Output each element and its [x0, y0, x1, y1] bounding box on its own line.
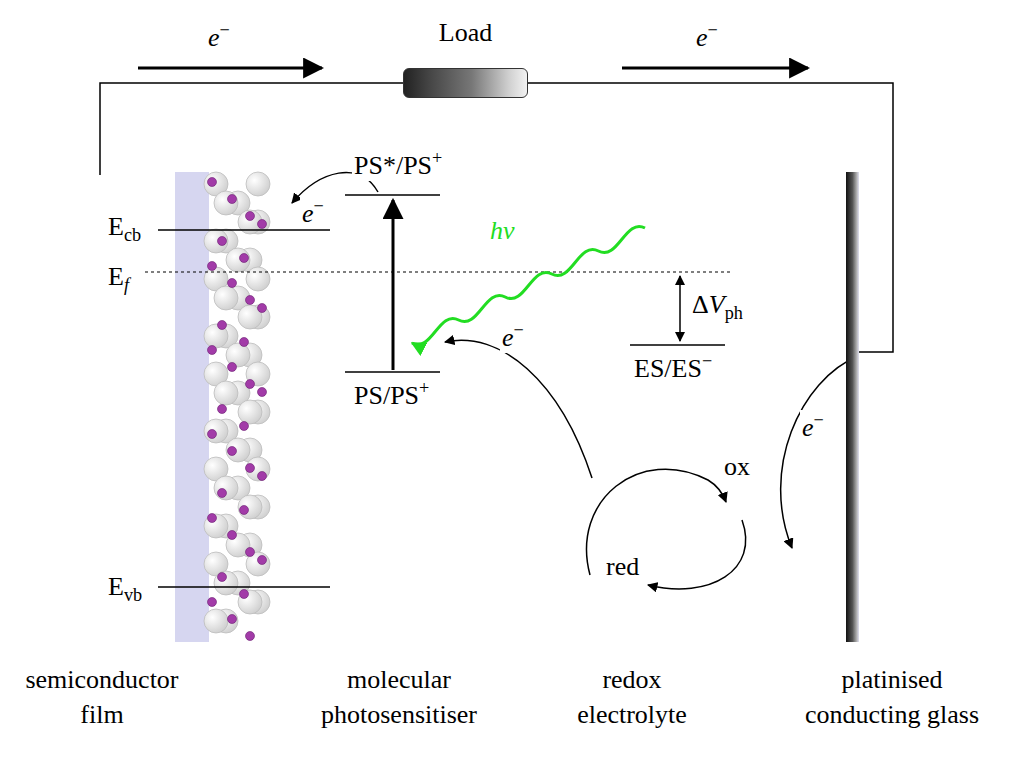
electron-arrow: [138, 67, 322, 70]
dye-molecule: [218, 489, 227, 498]
circuit-wire: [100, 83, 893, 352]
electron-arrow: [622, 67, 808, 70]
dye-molecule: [240, 254, 249, 263]
dye-molecule: [258, 556, 267, 565]
dye-molecule: [240, 422, 249, 431]
redox-cycle-arrow: [648, 520, 746, 589]
dye-molecule: [208, 178, 217, 187]
electron-label: e−: [206, 20, 232, 53]
fermi-level: [145, 271, 730, 272]
dye-molecule: [218, 321, 227, 330]
band-label: Evb: [106, 572, 144, 606]
band-label: Ecb: [106, 212, 143, 246]
dye-molecule: [228, 195, 237, 204]
photon-wave: [412, 226, 645, 344]
reduced-label: red: [604, 552, 641, 582]
nanoparticle: [204, 229, 228, 253]
energy-level-label: PS/PS+: [352, 378, 431, 411]
oxidised-label: ox: [722, 452, 752, 482]
nanoparticle: [214, 381, 238, 405]
nanoparticle: [238, 590, 262, 614]
energy-level-label: PS*/PS+: [352, 148, 444, 181]
nanoparticle: [226, 248, 250, 272]
dye-molecule: [228, 279, 237, 288]
dye-molecule: [258, 472, 267, 481]
dye-molecule: [246, 548, 255, 557]
dye-molecule: [218, 237, 227, 246]
counter-electrode: [846, 172, 859, 642]
dye-molecule: [240, 506, 249, 515]
nanoparticle: [204, 514, 228, 538]
regeneration-arrow: [445, 340, 592, 478]
excited-state-level: [345, 194, 440, 196]
photon-label: hν: [488, 216, 517, 246]
excitation-arrow: [392, 200, 395, 370]
nanoparticle: [226, 438, 250, 462]
dye-molecule: [228, 615, 237, 624]
dye-molecule: [208, 262, 217, 271]
nanoparticle-layer: [204, 172, 270, 641]
dye-molecule: [246, 632, 255, 641]
dye-molecule: [246, 212, 255, 221]
dye-molecule: [246, 296, 255, 305]
dye-molecule: [228, 363, 237, 372]
electron-label: e−: [800, 410, 826, 443]
dye-molecule: [218, 573, 227, 582]
dye-molecule: [246, 380, 255, 389]
dye-molecule: [218, 405, 227, 414]
nanoparticle: [246, 267, 270, 291]
load-label: Load: [403, 18, 528, 48]
dye-molecule: [208, 346, 217, 355]
dye-molecule: [258, 304, 267, 313]
nanoparticle: [238, 400, 262, 424]
nanoparticle: [214, 286, 238, 310]
nanoparticle: [246, 172, 270, 196]
dye-molecule: [246, 464, 255, 473]
nanoparticle: [246, 457, 270, 481]
nanoparticle: [214, 476, 238, 500]
dye-molecule: [228, 531, 237, 540]
valence-band-level: [158, 586, 330, 588]
electron-label: e−: [694, 20, 720, 53]
photovoltage-arrow: [679, 276, 681, 341]
nanoparticle: [204, 609, 228, 633]
photovoltage-label: ΔVph: [690, 290, 745, 324]
energy-level-label: ES/ES−: [632, 351, 714, 384]
dye-molecule: [258, 220, 267, 229]
nanoparticle: [238, 495, 262, 519]
dye-molecule: [208, 430, 217, 439]
ground-state-level: [345, 371, 440, 373]
component-label: semiconductor film: [10, 662, 194, 732]
dye-molecule: [240, 590, 249, 599]
resistor-body: [403, 68, 528, 98]
dye-molecule: [258, 388, 267, 397]
component-label: platinised conducting glass: [790, 662, 994, 732]
electrolyte-level: [630, 344, 725, 346]
load-resistor: Load: [403, 18, 528, 98]
component-label: molecular photosensitiser: [272, 662, 526, 732]
dye-molecule: [228, 447, 237, 456]
component-label: redox electrolyte: [550, 662, 714, 732]
band-label: Ef: [106, 262, 131, 296]
electron-label: e−: [300, 196, 326, 229]
dye-molecule: [208, 598, 217, 607]
electron-label: e−: [500, 320, 526, 353]
dye-molecule: [208, 514, 217, 523]
conduction-band-level: [158, 229, 330, 231]
nanoparticle: [214, 571, 238, 595]
dye-molecule: [240, 338, 249, 347]
nanoparticle: [204, 419, 228, 443]
nanoparticle: [214, 191, 238, 215]
